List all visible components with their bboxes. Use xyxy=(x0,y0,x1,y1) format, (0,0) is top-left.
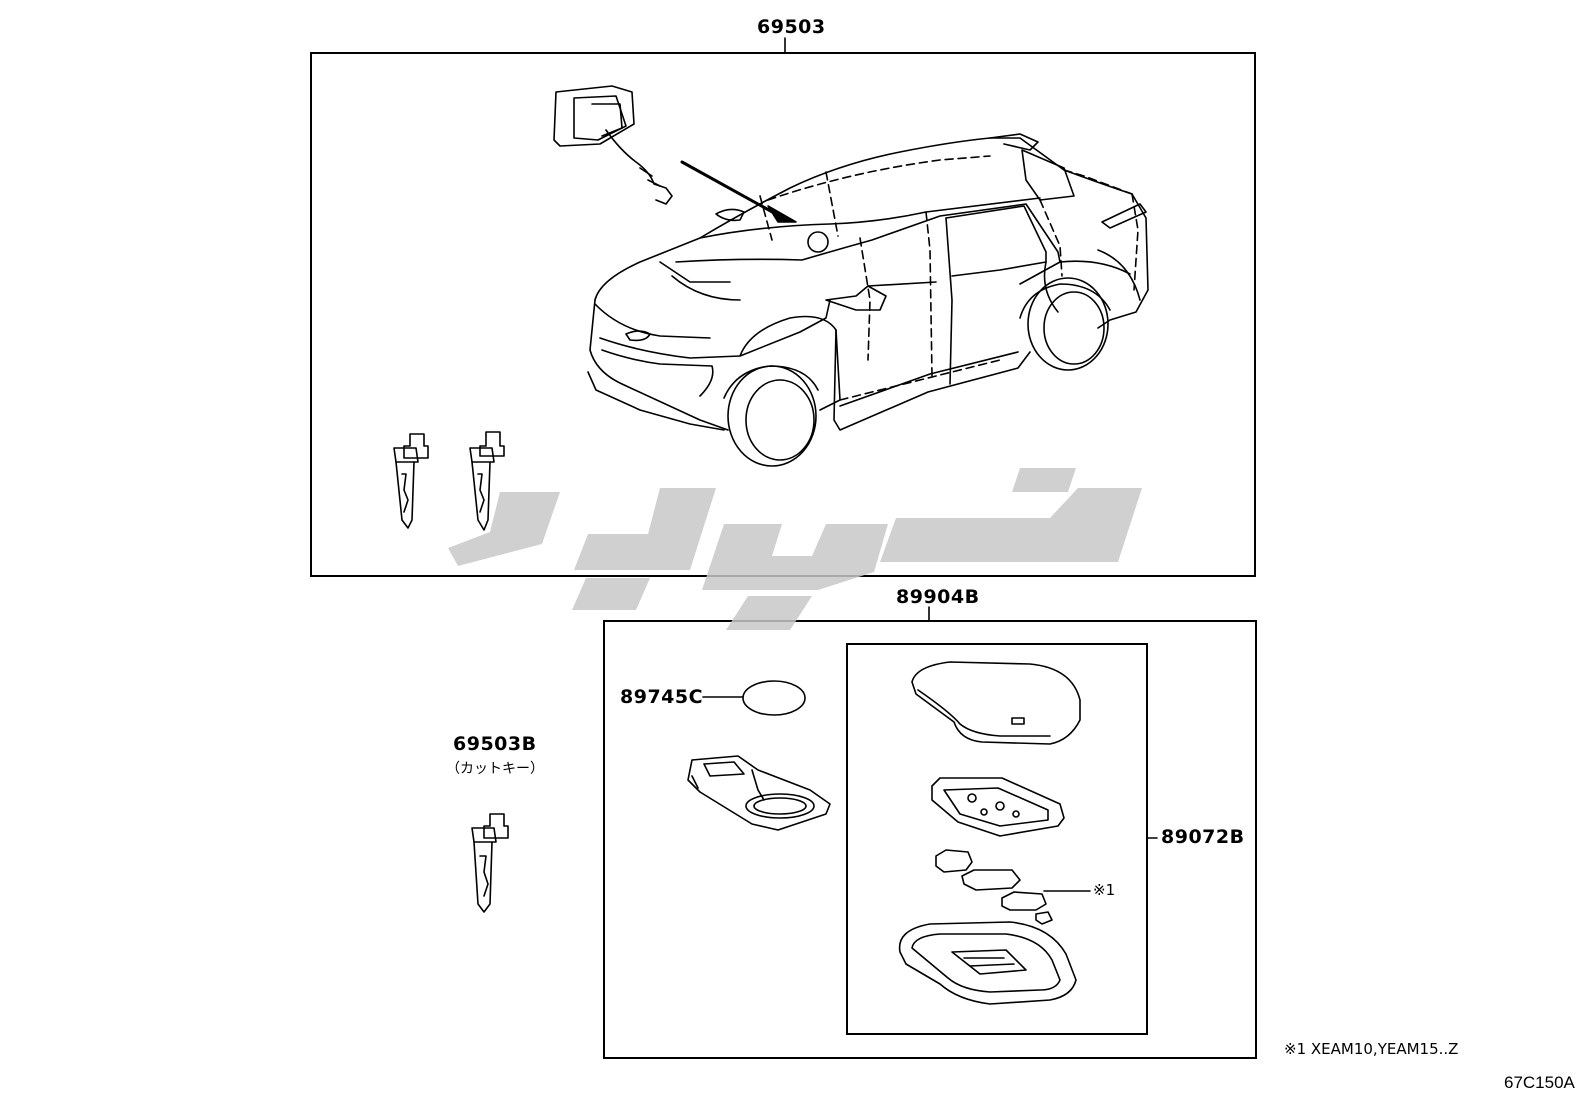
figure-code: 67C150A xyxy=(1504,1073,1575,1092)
battery-coin-part xyxy=(742,680,806,716)
lock-cylinder-part xyxy=(553,85,673,205)
label-ref-mark: ※1 xyxy=(1093,881,1116,899)
label-69503: 69503 xyxy=(757,16,826,38)
label-69503B: 69503B xyxy=(453,733,537,755)
circuit-board-part xyxy=(931,777,1065,837)
battery-holder-part xyxy=(687,755,831,831)
location-arrow xyxy=(680,160,778,216)
label-cut-key-note: （カットキー） xyxy=(446,761,544,777)
label-89072B: 89072B xyxy=(1161,826,1245,848)
key-blade-1 xyxy=(393,433,429,529)
key-blade-2 xyxy=(469,431,505,531)
key-case-part xyxy=(898,921,1077,1005)
cut-key-part xyxy=(471,813,509,913)
footnote: ※1 XEAM10,YEAM15..Z xyxy=(1284,1040,1459,1058)
vehicle-outline xyxy=(587,133,1149,467)
assembly-frame-89904B xyxy=(603,620,1257,1059)
button-rubber-part xyxy=(935,849,1053,925)
key-cover-part xyxy=(911,661,1081,745)
inner-frame-89072B xyxy=(846,643,1148,1035)
label-89904B: 89904B xyxy=(896,586,980,608)
label-89745C: 89745C xyxy=(620,686,704,708)
